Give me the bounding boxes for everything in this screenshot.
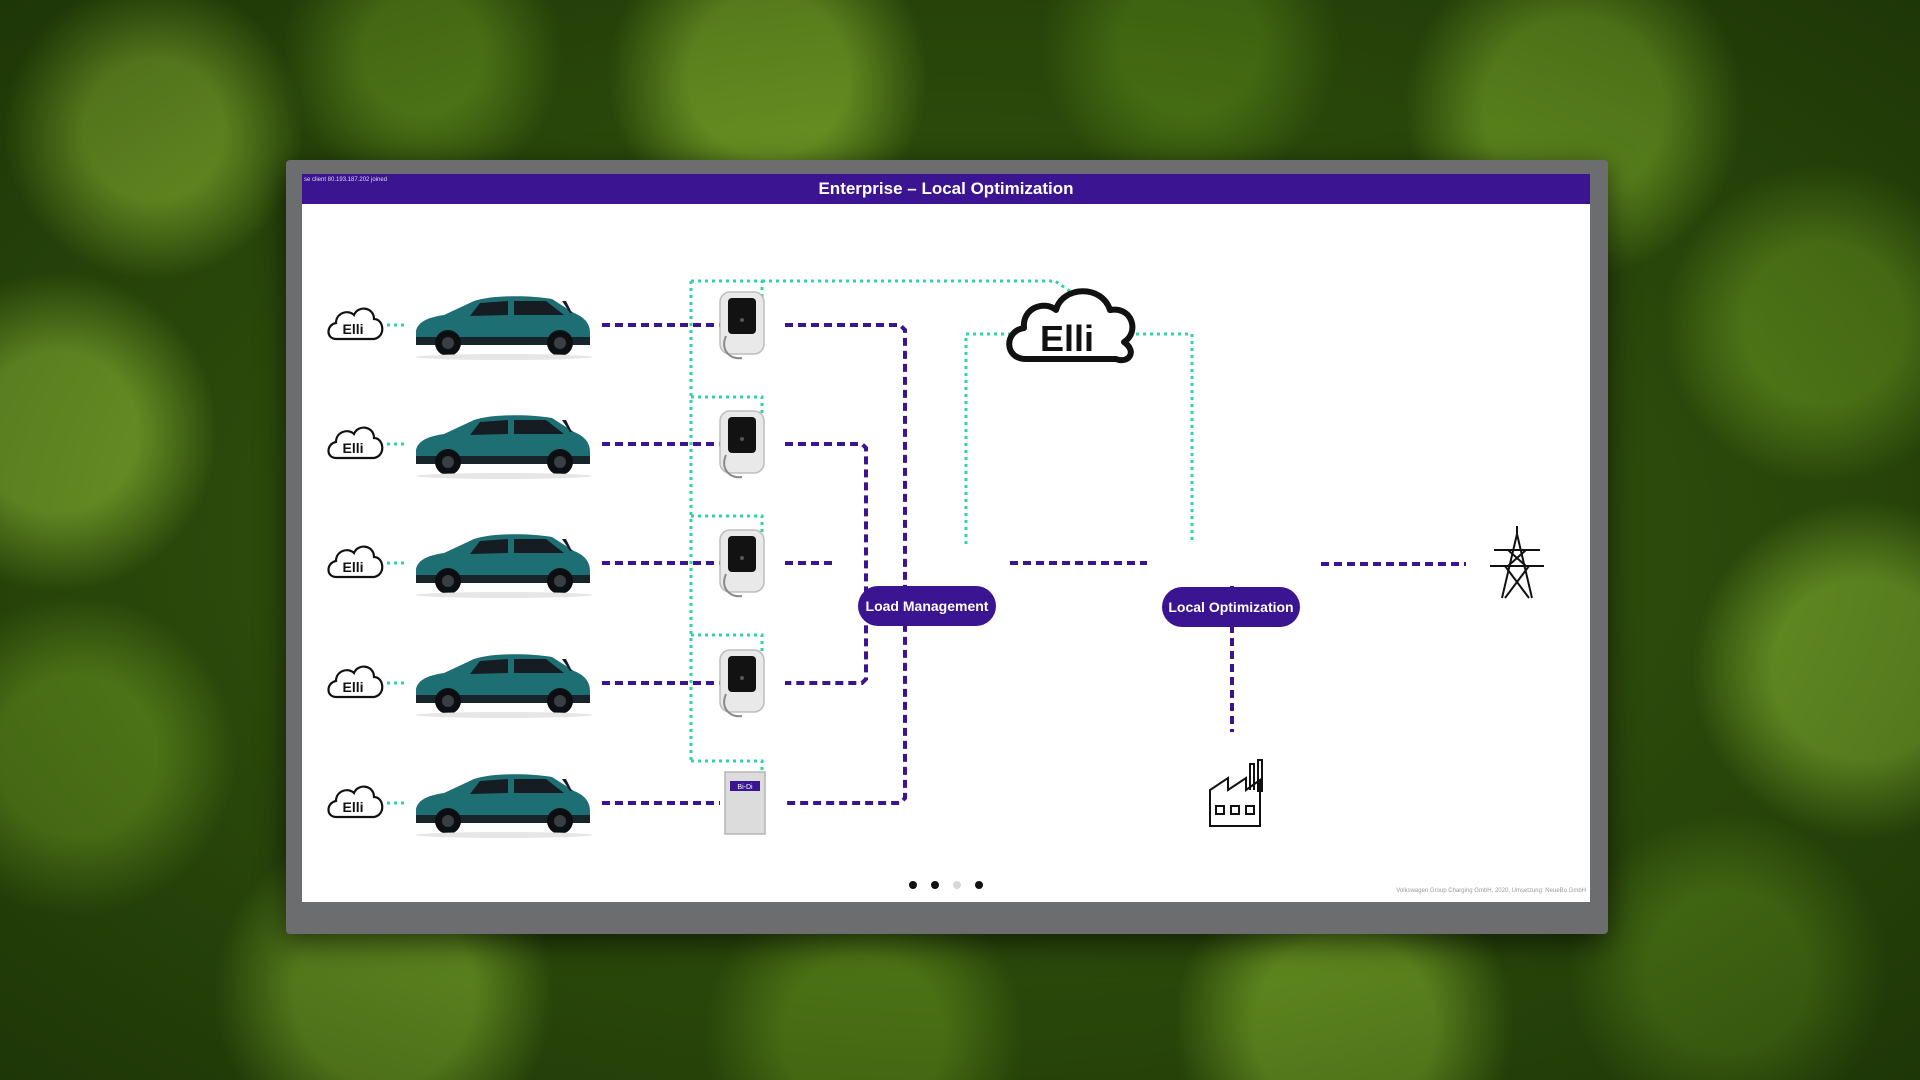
car-icon bbox=[416, 654, 592, 718]
cloud-icon bbox=[1006, 288, 1136, 364]
page-dot-4[interactable] bbox=[975, 881, 983, 889]
slide-screen: se client 80.193.187.202 joined Enterpri… bbox=[302, 174, 1590, 902]
wallbox-icon bbox=[719, 291, 765, 360]
page-dot-1[interactable] bbox=[909, 881, 917, 889]
page-dot-2[interactable] bbox=[931, 881, 939, 889]
topology-diagram: Elli Elli Elli Elli bbox=[327, 279, 1544, 838]
vehicle-row-2: Elli bbox=[327, 410, 765, 479]
wallbox-icon bbox=[719, 649, 765, 718]
wallbox-icon bbox=[719, 529, 765, 598]
vehicle-row-5: Elli Bi-Di bbox=[327, 771, 766, 838]
car-icon bbox=[416, 415, 592, 479]
load-management-node[interactable]: Load Management bbox=[858, 586, 996, 626]
display-monitor: se client 80.193.187.202 joined Enterpri… bbox=[286, 160, 1608, 934]
vehicle-row-3: Elli bbox=[327, 529, 765, 598]
small-cloud-label: Elli bbox=[342, 799, 363, 815]
slide-footer: Volkswagen Group Charging GmbH, 2020, Um… bbox=[1396, 888, 1586, 894]
wallbox-icon bbox=[719, 410, 765, 479]
elli-cloud: Elli bbox=[1006, 288, 1136, 364]
vehicle-row-1: Elli bbox=[327, 291, 765, 360]
small-cloud-label: Elli bbox=[342, 559, 363, 575]
elli-logo-text: Elli bbox=[1040, 318, 1094, 359]
car-icon bbox=[416, 534, 592, 598]
small-cloud-label: Elli bbox=[342, 679, 363, 695]
car-icon bbox=[416, 296, 592, 360]
page-dot-3[interactable] bbox=[953, 881, 961, 889]
small-cloud-label: Elli bbox=[342, 321, 363, 337]
factory-icon bbox=[1209, 759, 1263, 827]
bidi-label: Bi-Di bbox=[737, 784, 753, 791]
slide-title: Enterprise – Local Optimization bbox=[818, 179, 1074, 198]
system-message: se client 80.193.187.202 joined bbox=[304, 177, 388, 183]
car-icon bbox=[416, 774, 592, 838]
small-cloud-label: Elli bbox=[342, 440, 363, 456]
local-optimization-node[interactable]: Local Optimization bbox=[1162, 587, 1300, 627]
slide-title-bar: se client 80.193.187.202 joined Enterpri… bbox=[302, 174, 1590, 204]
vehicle-row-4: Elli bbox=[327, 649, 765, 718]
power-pylon-icon bbox=[1490, 526, 1544, 599]
purple-connections bbox=[602, 323, 1466, 805]
bidi-charger-icon: Bi-Di bbox=[724, 771, 766, 835]
slide-pagination bbox=[302, 876, 1590, 894]
